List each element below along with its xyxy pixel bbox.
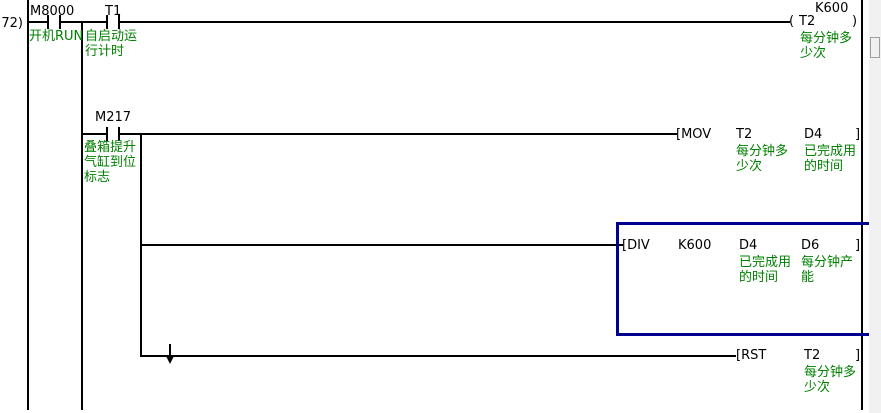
rst-operand1-device[interactable]: T2 [804,348,821,363]
contact-m8000-device[interactable]: M8000 [30,4,75,19]
div-operand1-device[interactable]: K600 [678,238,712,253]
contact-bar-icon [106,15,108,29]
rung2-line [81,133,677,135]
rst-operand1-comment: 每分钟多 少次 [804,365,857,395]
rst-open-bracket: [ [736,348,742,363]
contact-m8000[interactable] [47,15,61,29]
div-close-bracket: ] [855,238,861,253]
contact-bar-icon [106,127,108,141]
left-power-rail [27,0,29,410]
contact-bar-icon [47,15,49,29]
div-operand3-comment: 每分钟产 能 [801,255,854,285]
coil-t2-device[interactable]: T2 [799,14,816,29]
div-instruction[interactable]: [DIV [622,238,650,253]
contact-bar-icon [118,127,120,141]
rung1-line [27,21,790,23]
contact-m8000-comment: 开机RUN [29,29,84,44]
div-operand2-comment: 已完成用 的时间 [739,255,792,285]
down-arrow-icon [166,344,174,364]
contact-bar-icon [118,15,120,29]
mov-operand1-device[interactable]: T2 [736,127,753,142]
rst-instruction[interactable]: [RST [736,348,766,363]
vertical-scrollbar-thumb[interactable] [870,37,880,58]
rst-opcode: RST [741,348,767,363]
rung3-line [140,244,623,246]
rung4-line [140,355,736,357]
mov-close-bracket: ] [855,127,861,142]
contact-bar-icon [59,15,61,29]
div-opcode: DIV [627,238,650,253]
contact-t1-device[interactable]: T1 [105,4,122,19]
contact-t1[interactable] [106,15,120,29]
mov-opcode: MOV [681,127,712,142]
coil-close-paren: ) [852,14,858,29]
coil-open-paren: ( [789,14,795,29]
vertical-scrollbar[interactable] [869,0,881,413]
rst-close-bracket: ] [855,348,861,363]
contact-m217-device[interactable]: M217 [95,110,132,125]
contact-t1-comment: 自启动运 行计时 [85,29,138,59]
right-power-rail [861,0,863,410]
mov-operand2-comment: 已完成用 的时间 [804,144,857,174]
coil-t2-preset[interactable]: K600 [815,1,849,16]
branch-rail-1 [81,21,83,410]
mov-instruction[interactable]: [MOV [676,127,711,142]
step-number: 72) [1,16,23,31]
div-operand2-device[interactable]: D4 [739,238,758,253]
contact-m217[interactable] [106,127,120,141]
mov-open-bracket: [ [676,127,682,142]
mov-operand1-comment: 每分钟多 少次 [736,144,789,174]
coil-t2-comment: 每分钟多 少次 [800,31,853,61]
div-operand3-device[interactable]: D6 [801,238,820,253]
mov-operand2-device[interactable]: D4 [804,127,823,142]
contact-m217-comment: 叠箱提升 气缸到位 标志 [84,140,137,185]
div-open-bracket: [ [622,238,628,253]
